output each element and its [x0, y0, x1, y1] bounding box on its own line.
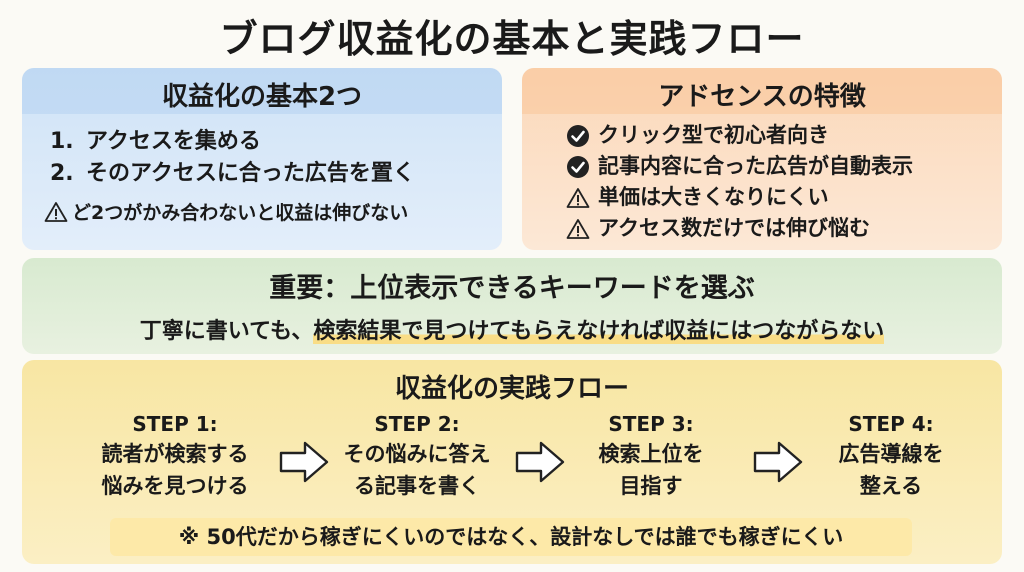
step-label: STEP 2: — [374, 412, 460, 436]
arrow-right-icon — [515, 441, 565, 483]
item-text: クリック型で初心者向き — [598, 123, 829, 147]
item-text: 単価は大きくなりにくい — [598, 185, 829, 209]
adsense-list: クリック型で初心者向き 記事内容に合った広告が自動表示 単価は大きくなりにくい — [522, 114, 1002, 244]
step-1: STEP 1: 読者が検索する 悩みを見つける — [80, 410, 270, 502]
flow-steps: STEP 1: 読者が検索する 悩みを見つける STEP 2: その悩みに答え … — [22, 410, 1002, 510]
step-4: STEP 4: 広告導線を 整える — [796, 410, 986, 502]
basics-heading: 収益化の基本2つ — [22, 68, 502, 114]
item-text: そのアクセスに合った広告を置く — [86, 161, 415, 186]
list-item: 単価は大きくなりにくい — [566, 182, 1002, 213]
basics-panel: 収益化の基本2つ 1. アクセスを集める 2. そのアクセスに合った広告を置く … — [22, 68, 502, 250]
step-text-line: 悩みを見つける — [101, 474, 249, 498]
flow-panel: 収益化の実践フロー STEP 1: 読者が検索する 悩みを見つける STEP 2… — [22, 360, 1002, 564]
arrow-right-icon — [753, 441, 803, 483]
page-title: ブログ収益化の基本と実践フロー — [219, 17, 805, 61]
warning-icon — [566, 187, 590, 208]
adsense-panel: アドセンスの特徴 クリック型で初心者向き 記事内容に合った広告が自動表示 単価は… — [522, 68, 1002, 250]
keyword-subtext: 丁寧に書いても、検索結果で見つけてもらえなければ収益にはつながらない — [22, 305, 1002, 345]
list-item: 記事内容に合った広告が自動表示 — [566, 151, 1002, 182]
step-text-line: その悩みに答え — [343, 442, 491, 466]
keyword-heading: 重要：上位表示できるキーワードを選ぶ — [269, 273, 755, 304]
step-text-line: 整える — [859, 474, 923, 498]
list-item: 2. そのアクセスに合った広告を置く — [50, 158, 502, 190]
basics-warning: ど2つがかみ合わないと収益は伸びない — [22, 190, 502, 225]
step-text-line: 読者が検索する — [101, 442, 249, 466]
flow-note: ※ 50代だから稼ぎにくいのではなく、設計なしでは誰でも稼ぎにくい — [110, 518, 912, 556]
adsense-heading: アドセンスの特徴 — [522, 68, 1002, 114]
list-item: アクセス数だけでは伸び悩む — [566, 213, 1002, 244]
keyword-subtext-highlight: 検索結果で見つけてもらえなければ収益にはつながらない — [313, 319, 885, 344]
item-text: アクセスを集める — [86, 129, 261, 154]
step-label: STEP 4: — [848, 412, 934, 436]
item-text: 記事内容に合った広告が自動表示 — [598, 154, 913, 178]
item-number: 2. — [50, 161, 74, 186]
warning-icon — [566, 218, 590, 239]
step-text-line: 広告導線を — [838, 442, 944, 466]
check-icon — [567, 155, 589, 178]
keyword-subtext-plain: 丁寧に書いても、 — [139, 319, 314, 344]
step-text-line: る記事を書く — [354, 474, 480, 498]
arrow-right-icon — [279, 441, 329, 483]
list-item: 1. アクセスを集める — [50, 126, 502, 158]
item-text: アクセス数だけでは伸び悩む — [598, 216, 870, 240]
list-item: クリック型で初心者向き — [566, 120, 1002, 151]
step-label: STEP 1: — [132, 412, 218, 436]
keyword-panel: 重要：上位表示できるキーワードを選ぶ 丁寧に書いても、検索結果で見つけてもらえな… — [22, 258, 1002, 354]
step-3: STEP 3: 検索上位を 目指す — [556, 410, 746, 502]
flow-heading: 収益化の実践フロー — [394, 374, 629, 404]
item-number: 1. — [50, 129, 74, 154]
warning-text: ど2つがかみ合わないと収益は伸びない — [72, 202, 409, 224]
step-label: STEP 3: — [608, 412, 694, 436]
warning-icon — [44, 201, 68, 222]
check-icon — [567, 124, 589, 147]
step-2: STEP 2: その悩みに答え る記事を書く — [322, 410, 512, 502]
step-text-line: 目指す — [619, 474, 683, 498]
basics-list: 1. アクセスを集める 2. そのアクセスに合った広告を置く — [22, 114, 502, 190]
step-text-line: 検索上位を — [598, 442, 704, 466]
